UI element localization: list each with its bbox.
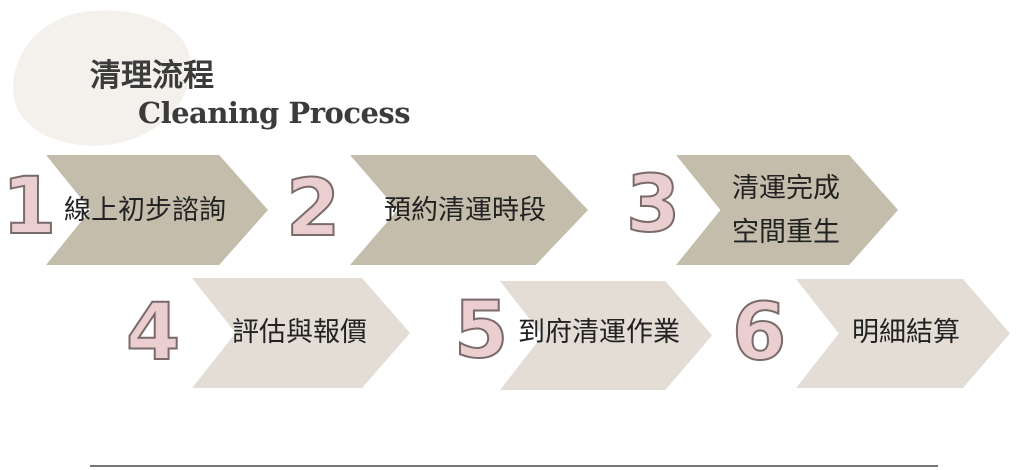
step-6-label: 明細結算: [852, 317, 960, 348]
page-title: 清理流程: [90, 58, 214, 94]
page-subtitle: Cleaning Process: [138, 96, 411, 130]
step-3-label-line1: 清運完成: [732, 173, 840, 204]
step-4-number: 4: [125, 288, 181, 378]
divider-line: [90, 465, 938, 467]
step-4-label: 評估與報價: [232, 317, 367, 348]
step-2-label: 預約清運時段: [384, 195, 546, 226]
step-1-label: 線上初步諮詢: [64, 195, 226, 226]
step-3-label-line2: 空間重生: [732, 217, 840, 248]
step-3-number: 3: [625, 160, 681, 250]
step-5-number: 5: [453, 286, 509, 376]
step-1-number: 1: [1, 162, 57, 252]
step-2-number: 2: [285, 164, 341, 254]
step-5-label: 到府清運作業: [518, 317, 680, 348]
step-6-number: 6: [731, 288, 787, 378]
